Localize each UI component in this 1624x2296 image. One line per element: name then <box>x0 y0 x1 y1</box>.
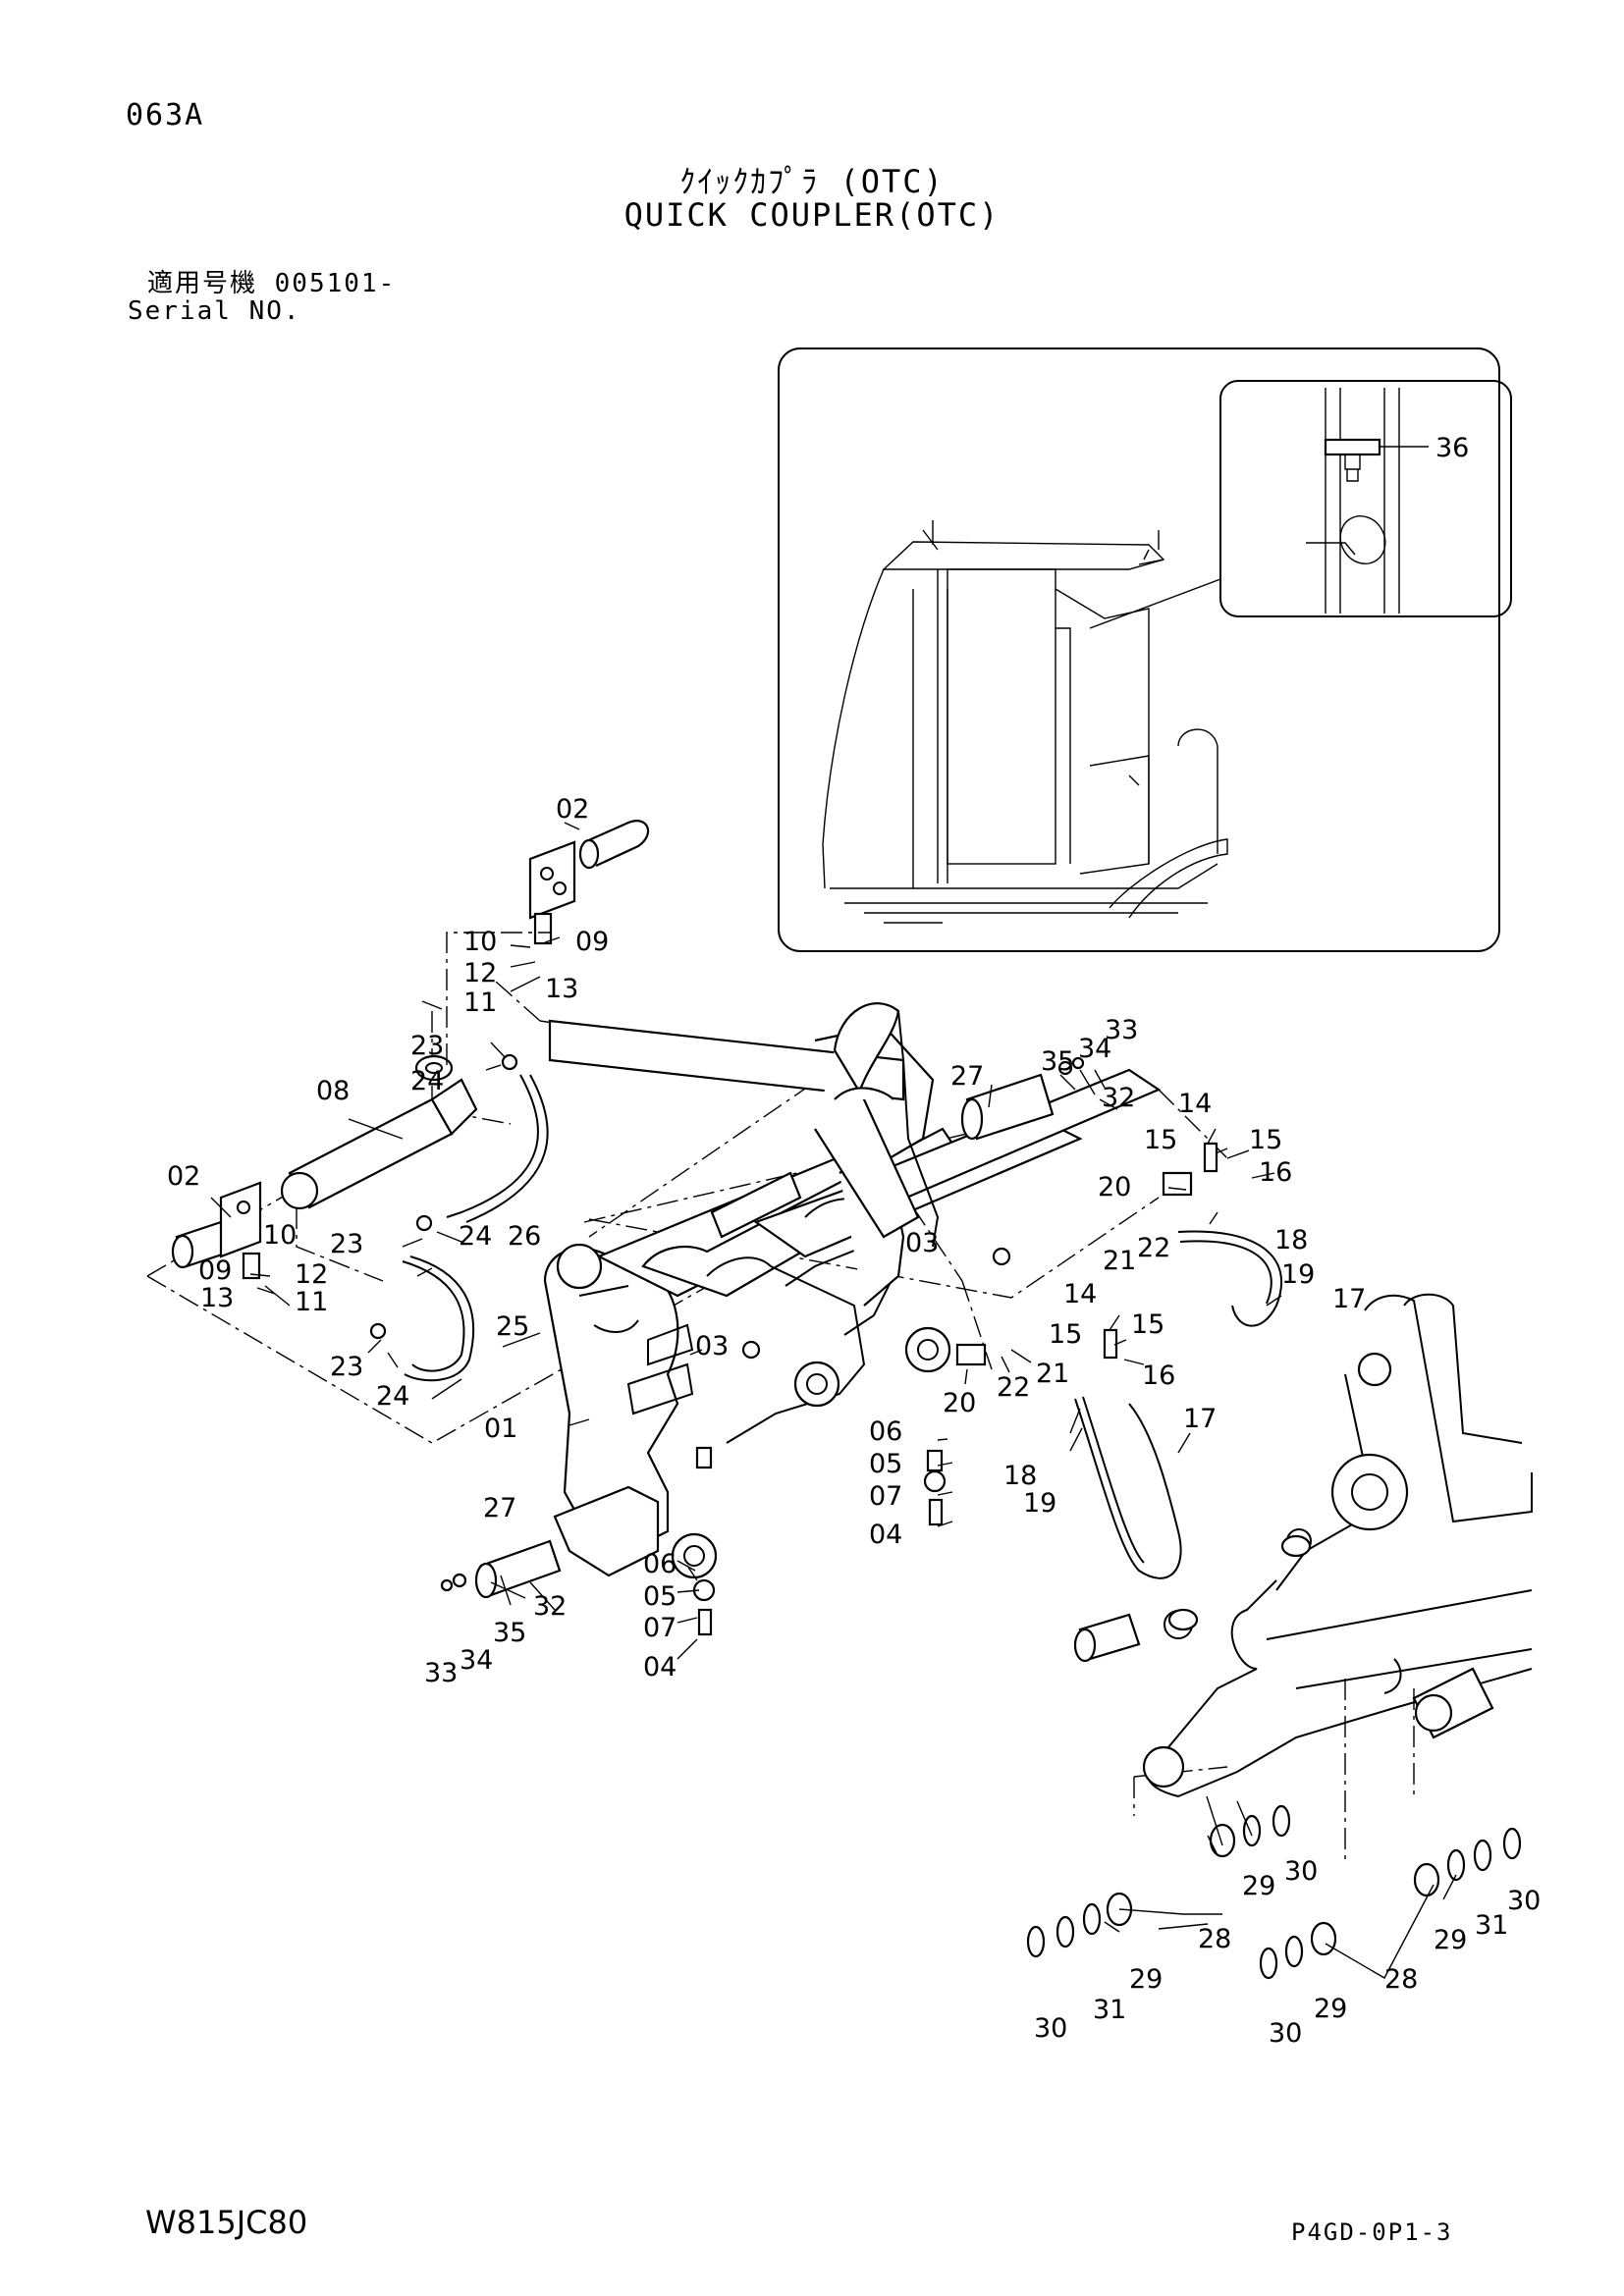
callout-29: 29 <box>1434 1925 1467 1955</box>
callout-07: 07 <box>643 1613 677 1643</box>
callout-30: 30 <box>1269 2018 1302 2049</box>
callout-20: 20 <box>1098 1172 1131 1202</box>
callout-01: 01 <box>484 1414 517 1444</box>
callout-24: 24 <box>410 1066 444 1096</box>
callout-12: 12 <box>463 958 497 988</box>
callout-18: 18 <box>1003 1461 1037 1491</box>
callout-05: 05 <box>869 1449 902 1479</box>
callout-27: 27 <box>483 1493 516 1523</box>
callout-16: 16 <box>1142 1361 1175 1391</box>
callout-04: 04 <box>869 1520 902 1550</box>
callout-11: 11 <box>463 988 497 1018</box>
callout-36: 36 <box>1435 433 1469 463</box>
callout-03: 03 <box>905 1228 939 1258</box>
sheet-code: P4GD-0P1-3 <box>1291 2218 1453 2246</box>
callout-32: 32 <box>533 1591 567 1622</box>
callout-30: 30 <box>1284 1856 1318 1887</box>
title-japanese: ｸｲｯｸｶﾌﾟﾗ (OTC) <box>679 163 945 200</box>
callout-20: 20 <box>943 1388 976 1418</box>
callout-04: 04 <box>643 1652 677 1682</box>
callout-02: 02 <box>556 794 589 825</box>
loader-arm <box>1073 1293 1533 1798</box>
callout-22: 22 <box>1137 1233 1170 1263</box>
callout-21: 21 <box>1103 1246 1136 1276</box>
callout-09: 09 <box>575 927 609 957</box>
callout-29: 29 <box>1242 1871 1275 1901</box>
callout-27: 27 <box>950 1061 984 1092</box>
bushings-and-shims <box>1026 1534 1522 1980</box>
callout-10: 10 <box>463 927 497 957</box>
quick-coupler-body <box>543 1002 1162 1579</box>
hydraulic-hoses <box>402 1074 1282 1579</box>
callout-19: 19 <box>1281 1259 1315 1290</box>
callout-numbers: 36 02 10 09 12 13 11 23 24 08 02 23 24 2… <box>167 433 1541 2049</box>
callout-34: 34 <box>1078 1034 1111 1064</box>
callout-24: 24 <box>376 1381 409 1412</box>
small-hardware <box>369 1053 1218 1636</box>
callout-24: 24 <box>459 1221 492 1252</box>
callout-23: 23 <box>410 1031 444 1061</box>
callout-11: 11 <box>295 1287 328 1317</box>
callout-25: 25 <box>496 1311 529 1342</box>
title-english: QUICK COUPLER(OTC) <box>623 196 1001 234</box>
pins-and-cylinder <box>171 820 1055 1599</box>
callout-35: 35 <box>1041 1046 1074 1077</box>
callout-28: 28 <box>1384 1964 1418 1995</box>
callout-15: 15 <box>1131 1309 1164 1340</box>
serial-label-english: Serial NO. <box>128 296 301 326</box>
callout-17: 17 <box>1183 1404 1217 1434</box>
callout-13: 13 <box>545 974 578 1004</box>
callout-16: 16 <box>1259 1157 1292 1188</box>
callout-22: 22 <box>997 1372 1030 1403</box>
callout-31: 31 <box>1093 1995 1126 2025</box>
callout-34: 34 <box>460 1645 493 1676</box>
callout-26: 26 <box>508 1221 541 1252</box>
callout-33: 33 <box>1105 1015 1138 1045</box>
callout-31: 31 <box>1475 1910 1508 1941</box>
callout-18: 18 <box>1274 1225 1308 1255</box>
callout-29: 29 <box>1314 1994 1347 2024</box>
callout-29: 29 <box>1129 1964 1163 1995</box>
callout-23: 23 <box>330 1229 363 1259</box>
inset-cab-view <box>778 347 1512 952</box>
callout-23: 23 <box>330 1352 363 1382</box>
leader-lines <box>210 822 1457 1979</box>
callout-06: 06 <box>869 1416 902 1447</box>
callout-15: 15 <box>1049 1319 1082 1350</box>
callout-30: 30 <box>1034 2013 1067 2044</box>
callout-09: 09 <box>198 1255 232 1286</box>
callout-19: 19 <box>1023 1488 1056 1519</box>
callout-05: 05 <box>643 1581 677 1612</box>
callout-33: 33 <box>424 1658 458 1688</box>
callout-35: 35 <box>493 1618 526 1648</box>
callout-28: 28 <box>1198 1924 1231 1954</box>
dashed-assembly-lines <box>146 981 1415 1865</box>
callout-15: 15 <box>1249 1125 1282 1155</box>
callout-12: 12 <box>295 1259 328 1290</box>
callout-32: 32 <box>1102 1083 1135 1113</box>
page-code: 063A <box>126 98 205 133</box>
callout-13: 13 <box>200 1283 234 1313</box>
callout-07: 07 <box>869 1481 902 1512</box>
callout-08: 08 <box>316 1076 350 1106</box>
callout-15: 15 <box>1144 1125 1177 1155</box>
callout-17: 17 <box>1332 1284 1366 1314</box>
callout-30: 30 <box>1507 1886 1541 1916</box>
serial-label-japanese: 適用号機 005101- <box>147 269 397 298</box>
callout-06: 06 <box>643 1549 677 1579</box>
callout-14: 14 <box>1178 1089 1212 1119</box>
callout-14: 14 <box>1063 1279 1097 1309</box>
drawing-number: W815JC80 <box>145 2204 308 2241</box>
callout-02: 02 <box>167 1161 200 1192</box>
callout-21: 21 <box>1036 1359 1069 1389</box>
callout-10: 10 <box>263 1220 297 1251</box>
callout-03: 03 <box>695 1331 729 1362</box>
